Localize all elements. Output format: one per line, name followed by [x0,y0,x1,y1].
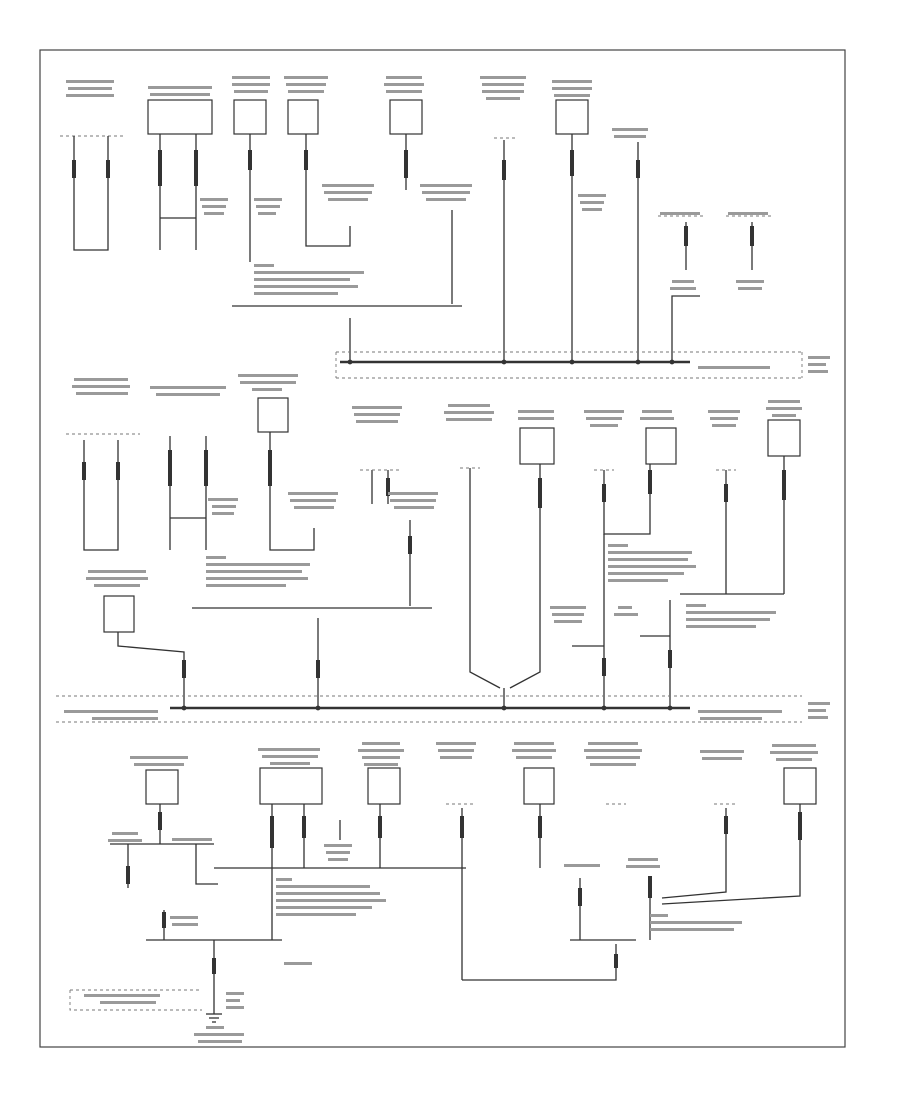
component-box [523,767,555,805]
middle-component-labels [72,374,802,427]
bottom-wires [69,803,801,1011]
component-box [783,767,817,805]
component-box [555,99,589,135]
component-box [103,595,135,633]
middle-components [103,397,801,633]
middle-annotations [86,492,776,628]
component-box [519,427,555,465]
component-box [233,99,267,135]
top-splice-bus [335,351,830,379]
middle-connector-marks [82,450,786,678]
top-components [147,99,589,135]
top-section [60,76,830,379]
middle-section [56,374,830,723]
component-box [367,767,401,805]
component-box [259,767,323,805]
component-box [147,99,213,135]
diagram-frame [39,49,846,1048]
bottom-component-labels [130,742,818,766]
middle-splice-bus [56,695,830,723]
bottom-components [145,767,817,805]
ground-icon [206,1000,222,1023]
bottom-section [69,742,818,1043]
component-box [287,99,319,135]
top-connector-marks [72,150,754,246]
component-box [257,397,289,433]
top-wires [60,134,774,362]
top-annotations [200,184,768,295]
middle-wires [66,432,785,708]
component-box [645,427,677,465]
component-box [389,99,423,135]
component-box [767,419,801,457]
bottom-annotations [84,832,742,1043]
bottom-connector-marks [126,812,802,974]
component-box [145,769,179,805]
top-component-labels [66,76,648,138]
